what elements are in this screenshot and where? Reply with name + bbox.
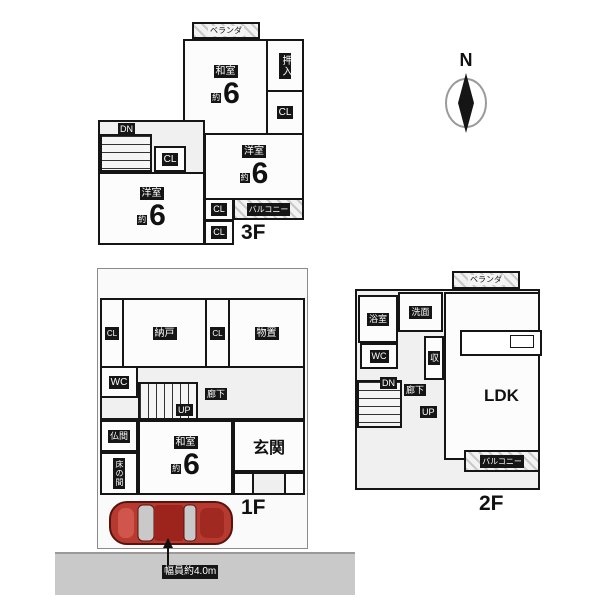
- room-1f-wc: WC: [100, 366, 138, 398]
- cl-label: CL: [276, 106, 294, 119]
- room-1f-tokonoma: 床の間: [100, 452, 138, 495]
- 2f-ldk-label: LDK: [484, 386, 519, 405]
- 1f-stairs: [138, 382, 198, 420]
- room-1f-nando: 納戸: [122, 298, 207, 368]
- room-3f-cl-c: CL: [204, 198, 234, 221]
- room-2f-storage: 収: [424, 336, 444, 380]
- wc-label: WC: [369, 349, 389, 363]
- room-1f-tokonoma-label: 床の間: [113, 458, 125, 489]
- 2f-dn-label: DN: [380, 377, 397, 389]
- veranda-2f-label: ベランダ: [468, 275, 504, 285]
- wc-label: WC: [108, 375, 130, 389]
- road-width-label: 幅員約4.0m: [162, 565, 219, 579]
- 1f-entry-step: [252, 472, 286, 495]
- cl-label: CL: [104, 326, 120, 340]
- tatami-count: 6: [183, 447, 200, 481]
- approx-label: 約: [211, 93, 222, 103]
- room-1f-monooki-label: 物置: [254, 326, 279, 340]
- room-3f-cl-b: CL: [154, 146, 186, 172]
- approx-label: 約: [239, 172, 250, 183]
- room-1f-genkan-label: 玄関: [252, 440, 285, 457]
- room-3f-yoshitsu-left: 洋室 約 6: [98, 172, 205, 245]
- room-3f-cl-a: CL: [266, 90, 304, 135]
- 1f-up-label: UP: [176, 404, 193, 416]
- floor-3f-label: 3F: [241, 221, 266, 244]
- room-2f-storage-label: 収: [428, 351, 440, 365]
- 3f-stairs: [100, 134, 152, 172]
- balcony-3f: バルコニー: [233, 198, 304, 220]
- balcony-3f-label: バルコニー: [246, 202, 291, 216]
- room-2f-bath-label: 浴室: [366, 312, 389, 326]
- 2f-kitchen-counter: [460, 330, 542, 356]
- room-3f-yoshitsu-left-label: 洋室: [139, 186, 164, 200]
- room-1f-butsuma-label: 仏間: [107, 429, 130, 443]
- room-3f-washitsu: 和室 約 6: [183, 39, 268, 135]
- room-1f-genkan: 玄関: [233, 420, 305, 472]
- room-3f-yoshitsu-right-size: 約 6: [239, 156, 269, 190]
- room-2f-bath: 浴室: [358, 295, 398, 343]
- balcony-2f: バルコニー: [464, 450, 540, 472]
- room-3f-yoshitsu-right: 洋室 約 6: [204, 133, 304, 200]
- veranda-3f-label: ベランダ: [208, 25, 244, 36]
- balcony-2f-label: バルコニー: [480, 454, 524, 468]
- tatami-count: 6: [251, 156, 269, 190]
- compass-north-label: N: [459, 50, 473, 70]
- approx-label: 約: [137, 214, 148, 225]
- room-3f-cl-d: CL: [204, 220, 234, 245]
- cl-label: CL: [211, 203, 227, 216]
- cl-label: CL: [161, 152, 179, 166]
- room-1f-monooki: 物置: [228, 298, 305, 368]
- 2f-stairs: [357, 380, 402, 428]
- room-3f-yoshitsu-left-size: 約 6: [137, 198, 166, 232]
- car-icon: [109, 501, 233, 545]
- room-3f-washitsu-size: 約 6: [211, 79, 240, 109]
- veranda-3f: ベランダ: [192, 22, 260, 39]
- room-3f-oshiire: 押入: [266, 39, 304, 92]
- 3f-dn-label: DN: [118, 123, 135, 135]
- room-3f-washitsu-label: 和室: [213, 65, 238, 78]
- 1f-rouka-label: 廊下: [205, 388, 228, 400]
- cl-label: CL: [211, 226, 227, 239]
- compass-needle-icon: [445, 73, 487, 133]
- tatami-count: 6: [149, 198, 166, 232]
- floor-2f-label: 2F: [479, 492, 504, 515]
- compass: N: [438, 50, 494, 136]
- tatami-count: 6: [223, 77, 240, 110]
- approx-label: 約: [171, 463, 182, 474]
- room-1f-cl-left: CL: [100, 298, 124, 368]
- room-2f-wc: WC: [360, 343, 398, 369]
- room-1f-washitsu-size: 約 6: [171, 447, 200, 481]
- room-1f-cl-right: CL: [205, 298, 230, 368]
- cl-label: CL: [210, 326, 225, 340]
- room-1f-washitsu: 和室 約 6: [138, 420, 233, 495]
- room-3f-yoshitsu-right-label: 洋室: [242, 144, 266, 158]
- 2f-up-label: UP: [420, 406, 437, 418]
- room-1f-butsuma: 仏間: [100, 420, 138, 452]
- veranda-2f: ベランダ: [452, 271, 520, 289]
- 2f-rouka-label: 廊下: [404, 384, 427, 396]
- road-width-arrow-icon: [163, 538, 173, 566]
- room-2f-senmen: 洗面: [398, 292, 443, 332]
- floor-1f-label: 1F: [241, 496, 266, 519]
- room-1f-nando-label: 納戸: [152, 326, 177, 340]
- kitchen-sink: [510, 335, 534, 348]
- room-2f-senmen-label: 洗面: [409, 305, 432, 319]
- room-1f-washitsu-label: 和室: [173, 435, 198, 449]
- room-3f-oshiire-label: 押入: [279, 52, 291, 79]
- room-2f-ldk: [444, 292, 540, 460]
